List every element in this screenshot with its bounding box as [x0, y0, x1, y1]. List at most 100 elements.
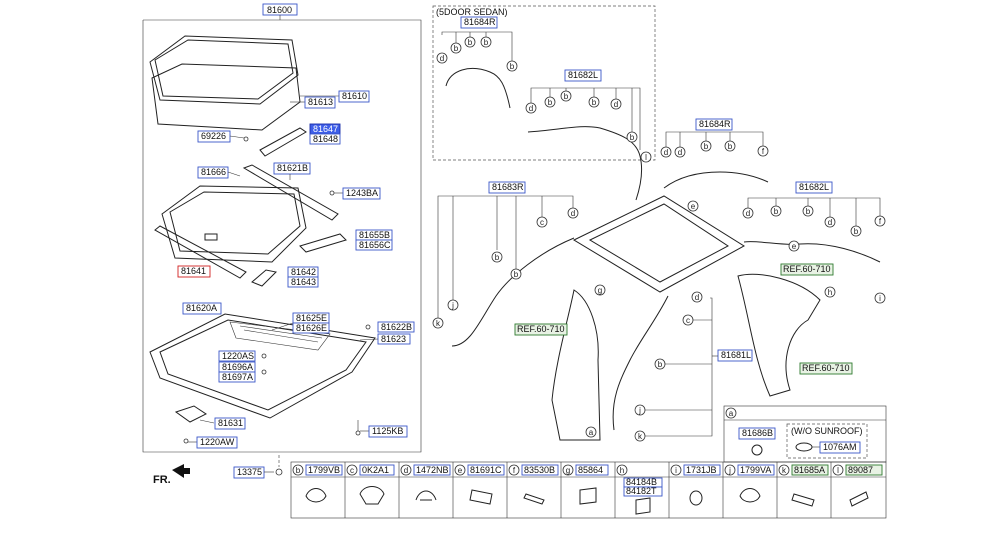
assembly-frame — [142, 19, 422, 453]
wind-deflector — [154, 225, 247, 279]
legend-cell-b: b 1799VB — [292, 464, 343, 503]
callout-letters: d b b b b d b b b d b l d d b b f e d b … — [432, 36, 886, 442]
label-1220AS: 1220AS — [222, 351, 254, 361]
legend-part-81685A: 81685A — [794, 465, 825, 475]
callout-b: b — [802, 205, 814, 217]
left-assembly: 81600 81610 81613 69226 81647 81648 8166… — [142, 3, 422, 486]
front-rail — [242, 164, 339, 221]
svg-text:b: b — [564, 92, 569, 101]
label-81681L: 81681L — [721, 350, 751, 360]
callout-b: b — [770, 205, 782, 217]
svg-text:g: g — [598, 286, 602, 295]
label-81621B: 81621B — [277, 163, 308, 173]
label-81682L: 81682L — [799, 182, 829, 192]
drain-hose-sedan-l — [527, 126, 643, 201]
svg-text:i: i — [879, 294, 881, 303]
svg-text:c: c — [540, 218, 544, 227]
legend-part-0K2A1: 0K2A1 — [362, 465, 389, 475]
label-81683R: 81683R — [492, 182, 524, 192]
right-assembly: 81684R 81683R 81682L 81681L — [437, 118, 881, 441]
label-81656C: 81656C — [359, 240, 391, 250]
callout-b: b — [480, 36, 492, 48]
callout-l: l — [640, 151, 652, 163]
legend-part-1799VA: 1799VA — [740, 465, 771, 475]
svg-text:b: b — [658, 360, 663, 369]
label-81620A: 81620A — [186, 303, 217, 313]
svg-text:b: b — [510, 62, 515, 71]
callout-e: e — [788, 240, 800, 252]
callout-b: b — [464, 36, 476, 48]
label-81626E: 81626E — [296, 323, 327, 333]
legend-a-wo-part: 1076AM — [823, 442, 857, 452]
svg-text:d: d — [571, 209, 575, 218]
svg-text:j: j — [728, 466, 731, 475]
label-81631: 81631 — [218, 418, 243, 428]
svg-text:d: d — [678, 148, 682, 157]
guide-bracket — [299, 233, 347, 253]
label-81625E: 81625E — [296, 313, 327, 323]
callout-e: e — [687, 200, 699, 212]
sedan-note: (5DOOR SEDAN) — [436, 7, 508, 17]
cap-icon — [849, 491, 869, 507]
svg-text:l: l — [837, 466, 839, 475]
label-81684R: 81684R — [699, 119, 731, 129]
svg-text:c: c — [350, 466, 354, 475]
fr-label: FR. — [153, 474, 171, 486]
label-81610: 81610 — [342, 91, 367, 101]
holder-icon — [415, 490, 437, 501]
drain-hose-front-r — [451, 237, 575, 347]
callout-b: b — [510, 268, 522, 280]
legend-part-84184B: 84184B — [626, 477, 657, 487]
clip-icon — [243, 136, 249, 142]
svg-text:f: f — [762, 147, 765, 156]
svg-text:b: b — [854, 227, 859, 236]
svg-text:d: d — [614, 100, 618, 109]
callout-b: b — [506, 60, 518, 72]
callout-d: d — [610, 98, 622, 110]
frame-installed — [572, 195, 745, 293]
svg-text:c: c — [686, 316, 690, 325]
svg-text:b: b — [454, 44, 459, 53]
sunroof-motor — [174, 405, 207, 423]
svg-text:b: b — [468, 38, 473, 47]
label-81648: 81648 — [313, 134, 338, 144]
label-81684R-top: 81684R — [464, 17, 496, 27]
callout-k: k — [634, 430, 646, 442]
callout-b: b — [588, 96, 600, 108]
callout-j: j — [634, 404, 646, 416]
rear-pillar — [737, 273, 821, 397]
callout-b: b — [654, 358, 666, 370]
svg-text:d: d — [746, 209, 750, 218]
svg-text:d: d — [529, 104, 533, 113]
legend-cell-k: k 81685A — [778, 464, 829, 507]
svg-text:d: d — [828, 218, 832, 227]
callout-g: g — [594, 284, 606, 296]
callout-b: b — [626, 131, 638, 143]
svg-text:h: h — [828, 288, 832, 297]
callout-d: d — [742, 207, 754, 219]
callout-a: a — [585, 426, 597, 438]
clamp-icon — [739, 488, 761, 503]
label-81697A: 81697A — [222, 372, 253, 382]
label-81641: 81641 — [181, 266, 206, 276]
drain-hose-sedan-r — [445, 68, 511, 109]
svg-text:b: b — [774, 207, 779, 216]
svg-text:b: b — [806, 207, 811, 216]
svg-text:k: k — [436, 319, 441, 328]
legend-cell-d: d 1472NB — [400, 464, 451, 501]
legend-a: a 81686B (W/O SUNROOF) 1076AM — [723, 405, 887, 463]
legend-part-89087: 89087 — [848, 465, 873, 475]
legend-cell-l: l 89087 — [832, 464, 883, 507]
callout-d: d — [674, 146, 686, 158]
svg-text:b: b — [296, 466, 301, 475]
cap-icon — [795, 442, 813, 452]
callout-b: b — [700, 140, 712, 152]
svg-text:d: d — [404, 466, 408, 475]
label-13375: 13375 — [237, 467, 262, 477]
legend-cell-h: h 84184B 84182T — [616, 464, 663, 515]
callout-b: b — [491, 251, 503, 263]
label-1220AW: 1220AW — [200, 437, 235, 447]
callout-j: j — [447, 299, 459, 311]
svg-text:a: a — [589, 428, 594, 437]
pad-icon — [579, 487, 597, 505]
